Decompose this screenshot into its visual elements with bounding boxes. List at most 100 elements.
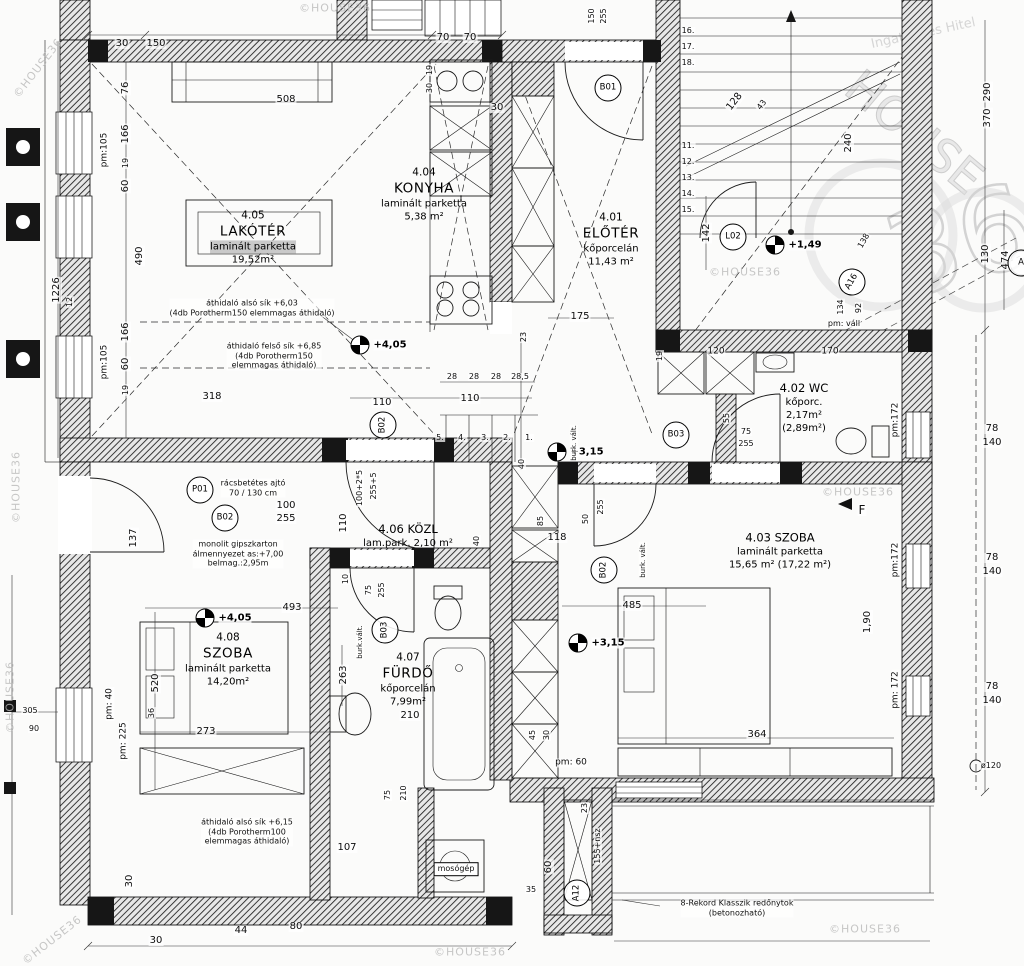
note-shutter-box: 8-Rekord Klasszik redőnytok(betonozható) [680,898,794,918]
dimension-label: 90 [27,724,41,733]
dimension-label: 13. [680,173,696,182]
dimension-label: 35 [524,885,538,894]
annotation-line: burk. vált. [638,542,647,578]
note-lintel-2: áthidaló felső sík +6,85(4db Porotherm15… [226,341,322,371]
dimension-label: 318 [201,391,223,402]
room-label-line: 4.03 SZOBA [745,530,815,545]
dimension-label: 370 [982,107,993,129]
dimension-label: 60 [120,356,131,372]
dimension-label: 40 [472,534,481,548]
dining-table [185,199,333,267]
dimension-label: 255 [596,498,605,516]
dimension-label: 10 [341,572,350,586]
dimension-label: 30 [124,873,135,889]
dimension-label: 493 [281,602,303,613]
dimension-label: 44 [233,925,249,936]
dimension-label: 92 [854,301,863,315]
dimension-label: 263 [338,664,349,686]
dimension-label: 30 [425,81,434,95]
elevation-label: +3,15 [570,446,604,458]
door-swings [89,61,781,633]
dimension-label: 364 [746,729,768,740]
reference-marker-b01: B01 [594,74,622,102]
watermark-text: ©HOUSE36 [19,912,85,966]
room-label-line: kőporcelán [380,683,436,695]
dimension-label: 305 [21,706,39,715]
dimension-label: 36 [147,706,156,720]
washing-machine-label: mosógép [433,862,479,876]
room-label-line: ELŐTÉR [582,225,640,242]
elevation-label: +3,15 [591,637,625,649]
dimension-label: 166 [120,123,131,145]
dimension-label: 17. [680,42,696,51]
dimension-label: 290 [982,81,993,103]
stove [429,275,493,325]
reference-marker-a: A [1007,249,1024,277]
reference-marker-b03: B03 [662,421,690,449]
balcony-lines [44,40,983,901]
watermark-text: ©HOUSE36 [3,661,17,733]
room-label-line: 4.01 [599,211,623,224]
reference-marker-b02: B02 [369,411,397,439]
dimension-label: 175 [569,311,591,322]
room-label-line: 14,20m² [206,676,250,688]
annotation-line: áthidaló felső sík +6,85 [226,341,322,351]
dimension-label: 18. [680,58,696,67]
room-label-line: 7,99m² [389,696,427,708]
dimension-label: 1,90 [862,609,873,635]
benchmark-icon [765,235,785,255]
dimension-label: 75 [739,427,753,436]
dimension-label: pm: váll [826,319,862,328]
dimension-label: 30 [489,102,505,113]
dimension-label: 12 [65,295,74,309]
watermark-text: ©HOUSE36 [299,1,371,15]
windows [55,0,931,799]
dimension-label: 28 [489,372,503,381]
benchmark-icon [195,608,215,628]
room-label-line: 4.06 KÖZL [378,522,438,537]
annotation-line: elemmagas áthidaló) [231,360,317,370]
dimension-label: 12. [680,157,696,166]
dimension-label: 30 [542,728,551,742]
dimension-label: 30 [148,935,164,946]
dimension-label: pm: 172 [890,670,901,710]
dimension-label: 19 [425,63,434,77]
elevation-label: +4,05 [373,339,407,351]
dimension-label: 210 [399,710,421,721]
cabinet-room403 [617,747,893,777]
dimension-label: 15. [680,205,696,214]
reference-marker-b03: B03 [371,616,399,644]
dimension-label: ø120 [979,761,1003,770]
dimension-label: 78 [984,681,1000,692]
room-label-line: laminált parketta [185,663,271,675]
bed-room403 [617,587,771,745]
watermark-text: ©HOUSE36 [829,922,901,936]
dimension-label: pm:105 [99,131,110,169]
wardrobe-room408 [139,747,305,795]
room-label-line: 5,38 m² [404,211,444,223]
note-lintel-3: áthidaló alsó sík +6,15(4db Porotherm100… [201,817,293,847]
dimension-label: 16. [680,26,696,35]
reference-marker-b02: B02 [211,504,239,532]
dimension-label: 60 [543,859,554,875]
annotation-line: elemmagas áthidaló) [204,836,290,846]
room-label-line: laminált parketta [381,198,467,210]
annotation-line: burk.vált. [355,625,364,659]
dimension-label: 78 [984,552,1000,563]
annotation-line: áthidaló alsó sík +6,15 [201,817,293,827]
note-floor-change: burk. vált. [569,425,579,461]
annotation-line: rácsbetétes ajtó [220,478,286,488]
dimension-label: 490 [134,245,145,267]
dimension-label: 485 [621,600,643,611]
room-label-line: laminált parketta [210,240,296,254]
room-label-line: 2,17m² [785,409,823,421]
annotation-line: 8-Rekord Klasszik redőnytok [680,898,794,908]
dimension-label: 4. [457,433,467,442]
annotation-line: monolit gipszkarton [198,539,278,549]
dimension-label: 75 [383,788,392,802]
